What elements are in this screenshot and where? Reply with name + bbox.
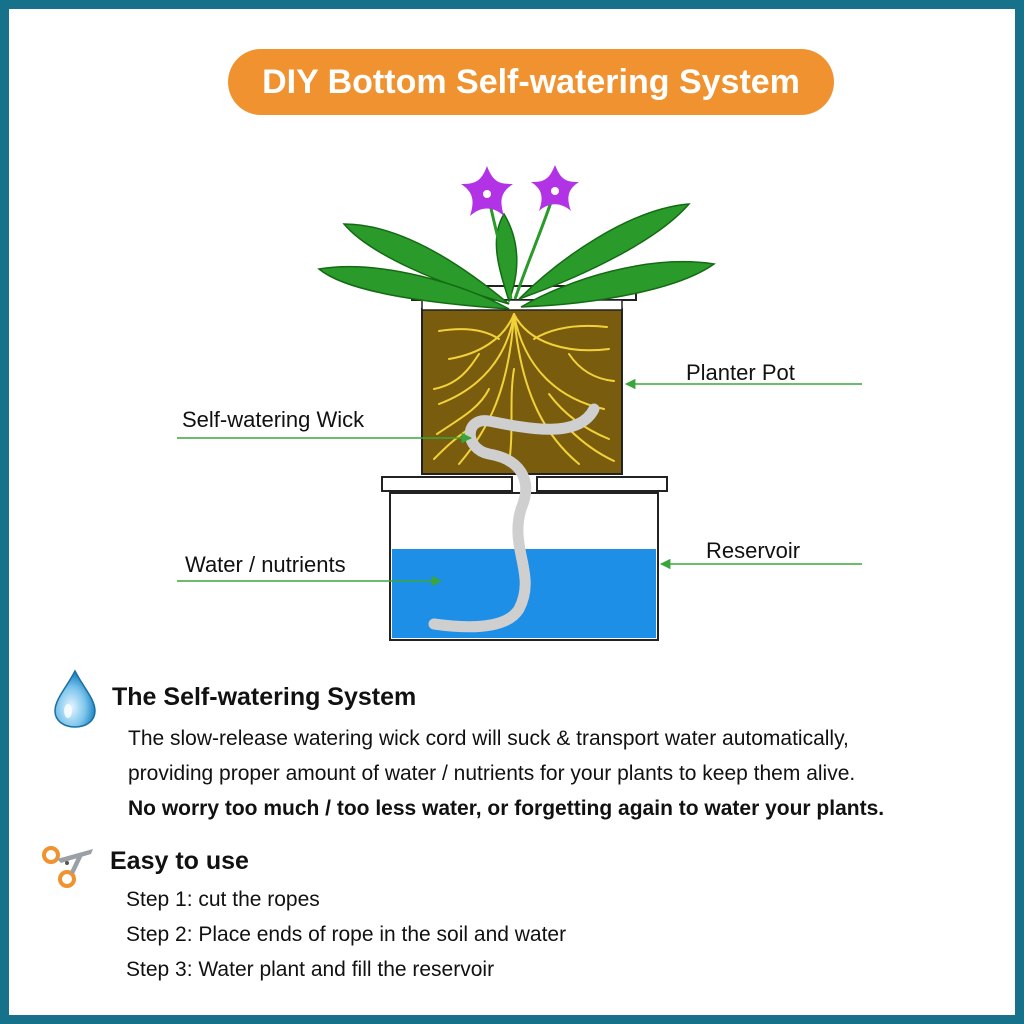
step-line-1: Step 1: cut the ropes — [126, 888, 320, 912]
planter-pot — [412, 286, 636, 474]
label-reservoir: Reservoir — [706, 538, 800, 564]
system-bold-line: No worry too much / too less water, or f… — [128, 797, 884, 821]
label-water-nutrients: Water / nutrients — [185, 552, 346, 578]
system-line-1: The slow-release watering wick cord will… — [128, 727, 849, 751]
flower-left — [461, 166, 513, 216]
water-drop-icon — [53, 669, 97, 729]
scissors-icon — [39, 841, 97, 889]
label-self-watering-wick: Self-watering Wick — [182, 407, 364, 433]
system-heading: The Self-watering System — [112, 683, 416, 712]
system-line-2: providing proper amount of water / nutri… — [128, 762, 855, 786]
flower-right — [531, 165, 579, 211]
step-line-2: Step 2: Place ends of rope in the soil a… — [126, 923, 566, 947]
easy-heading: Easy to use — [110, 847, 249, 876]
step-line-3: Step 3: Water plant and fill the reservo… — [126, 958, 494, 982]
label-planter-pot: Planter Pot — [686, 360, 795, 386]
